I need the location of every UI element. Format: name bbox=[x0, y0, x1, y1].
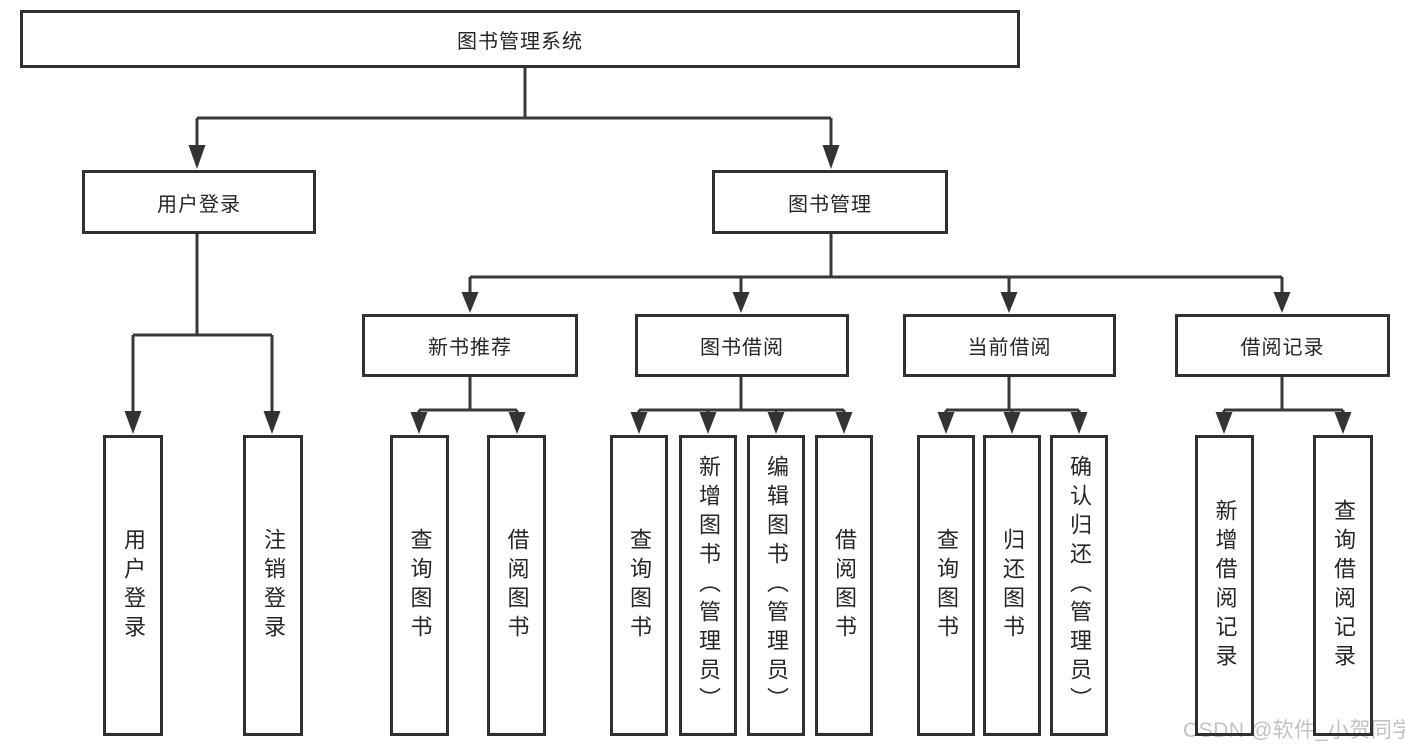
node-book-management: 图书管理 bbox=[712, 170, 948, 234]
node-label: 当前借阅 bbox=[967, 337, 1052, 359]
node-new-book-recommend: 新书推荐 bbox=[362, 314, 578, 377]
leaf-query-borrow-record: 查询借阅记录 bbox=[1313, 435, 1373, 736]
leaf-label: 归还图书 bbox=[1000, 527, 1025, 644]
leaf-label: 查询借阅记录 bbox=[1331, 498, 1356, 673]
watermark-text: CSDN @软件_小贺同学 bbox=[1183, 719, 1405, 742]
leaf-label: 查询图书 bbox=[627, 527, 652, 644]
leaf-query-books-1: 查询图书 bbox=[390, 435, 449, 736]
leaf-borrow-books-1: 借阅图书 bbox=[487, 435, 546, 736]
leaf-confirm-return-admin: 确认归还（管理员） bbox=[1050, 435, 1108, 736]
node-root-library-system: 图书管理系统 bbox=[20, 10, 1020, 68]
leaf-query-books-3: 查询图书 bbox=[917, 435, 975, 736]
leaf-label: 新增借阅记录 bbox=[1212, 498, 1238, 673]
arrowhead-icons bbox=[124, 145, 1352, 434]
leaf-label: 用户登录 bbox=[121, 527, 146, 644]
leaf-label: 借阅图书 bbox=[504, 527, 530, 644]
node-current-borrow: 当前借阅 bbox=[903, 314, 1116, 377]
leaf-query-books-2: 查询图书 bbox=[610, 435, 668, 736]
leaf-label: 注销登录 bbox=[261, 527, 286, 644]
leaf-label: 查询图书 bbox=[934, 527, 959, 644]
leaf-user-login: 用户登录 bbox=[103, 435, 163, 736]
leaf-return-books: 归还图书 bbox=[983, 435, 1041, 736]
leaf-borrow-books-2: 借阅图书 bbox=[815, 435, 873, 736]
node-label: 图书管理 bbox=[788, 193, 872, 216]
leaf-label: 查询图书 bbox=[407, 527, 433, 644]
leaf-add-books-admin: 新增图书（管理员） bbox=[679, 435, 737, 736]
leaf-label: 借阅图书 bbox=[832, 527, 857, 644]
leaf-edit-books-admin: 编辑图书（管理员） bbox=[747, 435, 805, 736]
leaf-add-borrow-record: 新增借阅记录 bbox=[1195, 435, 1254, 736]
node-borrow-records: 借阅记录 bbox=[1175, 314, 1390, 377]
node-label: 用户登录 bbox=[157, 193, 241, 216]
node-label: 图书借阅 bbox=[700, 337, 784, 359]
node-label: 图书管理系统 bbox=[457, 30, 583, 53]
csdn-watermark: CSDN @软件_小贺同学 bbox=[1183, 714, 1405, 744]
node-label: 借阅记录 bbox=[1240, 337, 1325, 359]
leaf-label: 新增图书（管理员） bbox=[696, 455, 721, 716]
node-user-login: 用户登录 bbox=[82, 170, 316, 234]
leaf-logout: 注销登录 bbox=[243, 435, 303, 736]
node-label: 新书推荐 bbox=[428, 337, 512, 359]
leaf-label: 确认归还（管理员） bbox=[1067, 455, 1092, 716]
leaf-label: 编辑图书（管理员） bbox=[764, 455, 789, 716]
node-book-borrow: 图书借阅 bbox=[635, 314, 849, 377]
